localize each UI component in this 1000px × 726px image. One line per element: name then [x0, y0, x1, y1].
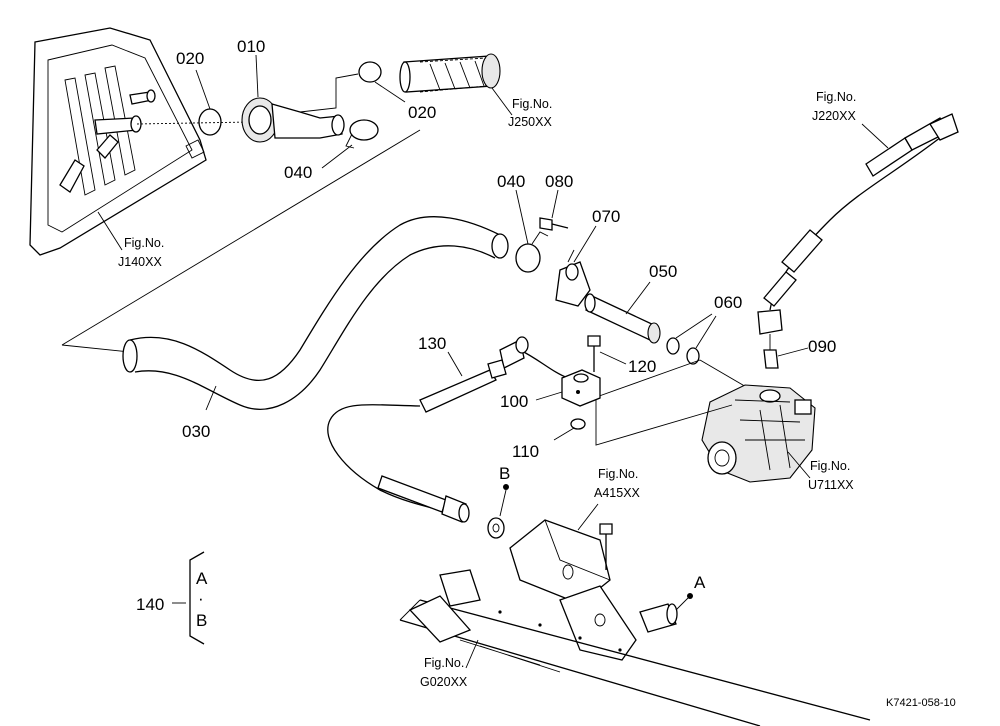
fig-ref-j250: Fig.No. J250XX — [491, 87, 552, 129]
block-100 — [561, 369, 601, 407]
part-number-020: 020 — [408, 103, 436, 122]
suction-filter — [399, 53, 501, 93]
fig-code: J140XX — [118, 255, 162, 269]
fig-code: A415XX — [594, 486, 641, 500]
fig-label: Fig.No. — [124, 236, 164, 250]
hydraulic-tank-illustration — [29, 27, 207, 256]
bracket-label-b: B — [196, 611, 207, 630]
fig-ref-j220: Fig.No. J220XX — [812, 90, 889, 149]
part-number-060: 060 — [714, 293, 742, 312]
fig-label: Fig.No. — [816, 90, 856, 104]
part-number-100: 100 — [500, 392, 528, 411]
fig-code: J250XX — [508, 115, 552, 129]
bolt-120 — [587, 335, 601, 372]
fig-code: U711XX — [808, 478, 854, 492]
pipe-050 — [584, 293, 661, 344]
elbow-fitting-010 — [241, 97, 345, 143]
part-number-080: 080 — [545, 172, 573, 191]
part-number-020: 020 — [176, 49, 204, 68]
part-number-040: 040 — [497, 172, 525, 191]
delivery-line-j220 — [757, 113, 959, 335]
part-number-010: 010 — [237, 37, 265, 56]
hydraulic-pump-u711 — [701, 384, 816, 483]
drawing-code: K7421-058-10 — [886, 697, 956, 709]
adapter-090 — [763, 334, 779, 369]
connector-a: A — [639, 573, 706, 633]
part-number-130: 130 — [418, 334, 446, 353]
part-number-070: 070 — [592, 207, 620, 226]
o-ring-020-left — [198, 108, 222, 136]
bolt-080 — [539, 217, 569, 231]
part-number-040: 040 — [284, 163, 312, 182]
part-number-110: 110 — [512, 442, 539, 461]
part-number-090: 090 — [808, 337, 836, 356]
fig-label: Fig.No. — [598, 467, 638, 481]
o-ring-060-b — [686, 347, 700, 365]
callout-140: 140 A · B — [136, 551, 208, 645]
bracket-label-dot: · — [198, 589, 204, 608]
pilot-line-130 — [327, 336, 569, 511]
fig-code: J220XX — [812, 109, 856, 123]
bracket-label-a: A — [196, 569, 208, 588]
fig-label: Fig.No. — [810, 459, 850, 473]
fig-label: Fig.No. — [424, 656, 464, 670]
bracket-a415 — [509, 519, 637, 661]
frame-g020 — [399, 569, 871, 726]
fig-ref-a415: Fig.No. A415XX — [577, 467, 641, 531]
bracket-bolt — [599, 523, 613, 570]
connector-label-b: B — [499, 464, 510, 483]
fig-label: Fig.No. — [512, 97, 552, 111]
connector-b: B — [487, 464, 510, 539]
fig-ref-g020: Fig.No. G020XX — [420, 639, 479, 689]
fig-ref-j140: Fig.No. J140XX — [97, 211, 164, 269]
flange-070 — [555, 249, 591, 307]
connector-label-a: A — [694, 573, 706, 592]
hose-end-fitting — [377, 475, 470, 523]
fig-ref-u711: Fig.No. U711XX — [787, 451, 854, 492]
hose-clamp-040-upper — [345, 119, 379, 149]
o-ring-020-right — [358, 61, 382, 83]
o-ring-060-a — [666, 337, 680, 355]
part-number-030: 030 — [182, 422, 210, 441]
part-number-050: 050 — [649, 262, 677, 281]
hose-clamp-040-middle — [515, 231, 549, 273]
suction-hose-030 — [122, 216, 509, 410]
part-number-120: 120 — [628, 357, 656, 376]
o-ring-110 — [570, 418, 586, 430]
part-number-140: 140 — [136, 595, 164, 614]
fig-code: G020XX — [420, 675, 468, 689]
